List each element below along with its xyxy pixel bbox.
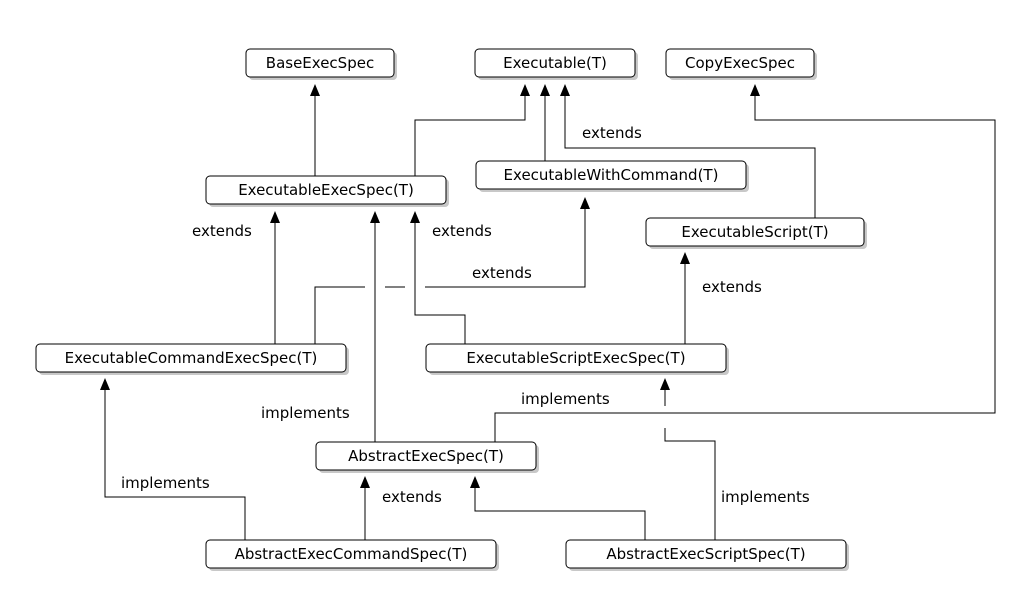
node-label: ExecutableScript(T): [681, 223, 828, 241]
node-abstract-exec-script-spec: AbstractExecScriptSpec(T): [565, 539, 849, 571]
node-executable-exec-spec: ExecutableExecSpec(T): [205, 175, 449, 207]
arrowhead: [680, 252, 690, 264]
edge-label-implements: implements: [521, 390, 610, 408]
arrowhead: [470, 476, 480, 488]
edge-commandexecspec-to-withcommand-a: [314, 286, 365, 344]
edge-scriptspec-to-scriptexecspec-a: [664, 428, 716, 540]
edges: [100, 84, 996, 540]
edge-label-extends: extends: [382, 488, 442, 506]
edge-script-to-executable: [564, 96, 816, 218]
arrowhead: [100, 378, 110, 390]
node-label: ExecutableCommandExecSpec(T): [65, 349, 318, 367]
arrowhead: [270, 211, 280, 223]
arrowhead: [310, 84, 320, 96]
arrowhead: [580, 197, 590, 209]
node-label: BaseExecSpec: [266, 54, 374, 72]
node-label: Executable(T): [503, 54, 607, 72]
node-base-exec-spec: BaseExecSpec: [245, 48, 397, 80]
edge-execspec-to-executable: [414, 96, 526, 176]
node-executable-script: ExecutableScript(T): [645, 217, 867, 249]
edge-label-extends: extends: [432, 222, 492, 240]
node-label: AbstractExecSpec(T): [348, 447, 504, 465]
node-executable-with-command: ExecutableWithCommand(T): [475, 160, 749, 192]
node-copy-exec-spec: CopyExecSpec: [665, 48, 817, 80]
node-executable-script-exec-spec: ExecutableScriptExecSpec(T): [425, 343, 729, 375]
arrowhead: [520, 84, 530, 96]
arrowhead: [370, 211, 380, 223]
node-executable: Executable(T): [474, 48, 638, 80]
node-label: AbstractExecCommandSpec(T): [235, 545, 468, 563]
edge-label-implements: implements: [261, 404, 350, 422]
edge-label-implements: implements: [721, 488, 810, 506]
arrowhead: [360, 476, 370, 488]
arrowhead: [660, 378, 670, 390]
arrowhead: [560, 84, 570, 96]
node-abstract-exec-command-spec: AbstractExecCommandSpec(T): [205, 539, 499, 571]
node-abstract-exec-spec: AbstractExecSpec(T): [315, 441, 539, 473]
node-label: AbstractExecScriptSpec(T): [606, 545, 805, 563]
node-label: ExecutableExecSpec(T): [238, 181, 414, 199]
edge-commandexecspec-to-withcommand-c: [425, 209, 586, 288]
nodes: BaseExecSpec Executable(T) CopyExecSpec …: [35, 48, 867, 571]
edge-label-extends: extends: [472, 264, 532, 282]
edge-label-extends: extends: [582, 124, 642, 142]
arrowhead: [750, 84, 760, 96]
edge-scriptexecspec-to-copyexecspec: [494, 96, 996, 442]
node-label: ExecutableWithCommand(T): [504, 166, 719, 184]
edge-label-extends: extends: [192, 222, 252, 240]
edge-scriptspec-to-abstract: [474, 488, 646, 540]
edge-scriptexecspec-to-execspec: [414, 223, 466, 344]
node-label: CopyExecSpec: [685, 54, 795, 72]
arrowhead: [540, 84, 550, 96]
edge-commandspec-to-commandexecspec: [104, 390, 246, 540]
edge-labels: extends extends extends extends extends …: [121, 124, 810, 506]
node-label: ExecutableScriptExecSpec(T): [466, 349, 685, 367]
node-executable-command-exec-spec: ExecutableCommandExecSpec(T): [35, 343, 349, 375]
edge-label-extends: extends: [702, 278, 762, 296]
edge-label-implements: implements: [121, 474, 210, 492]
arrowhead: [410, 211, 420, 223]
